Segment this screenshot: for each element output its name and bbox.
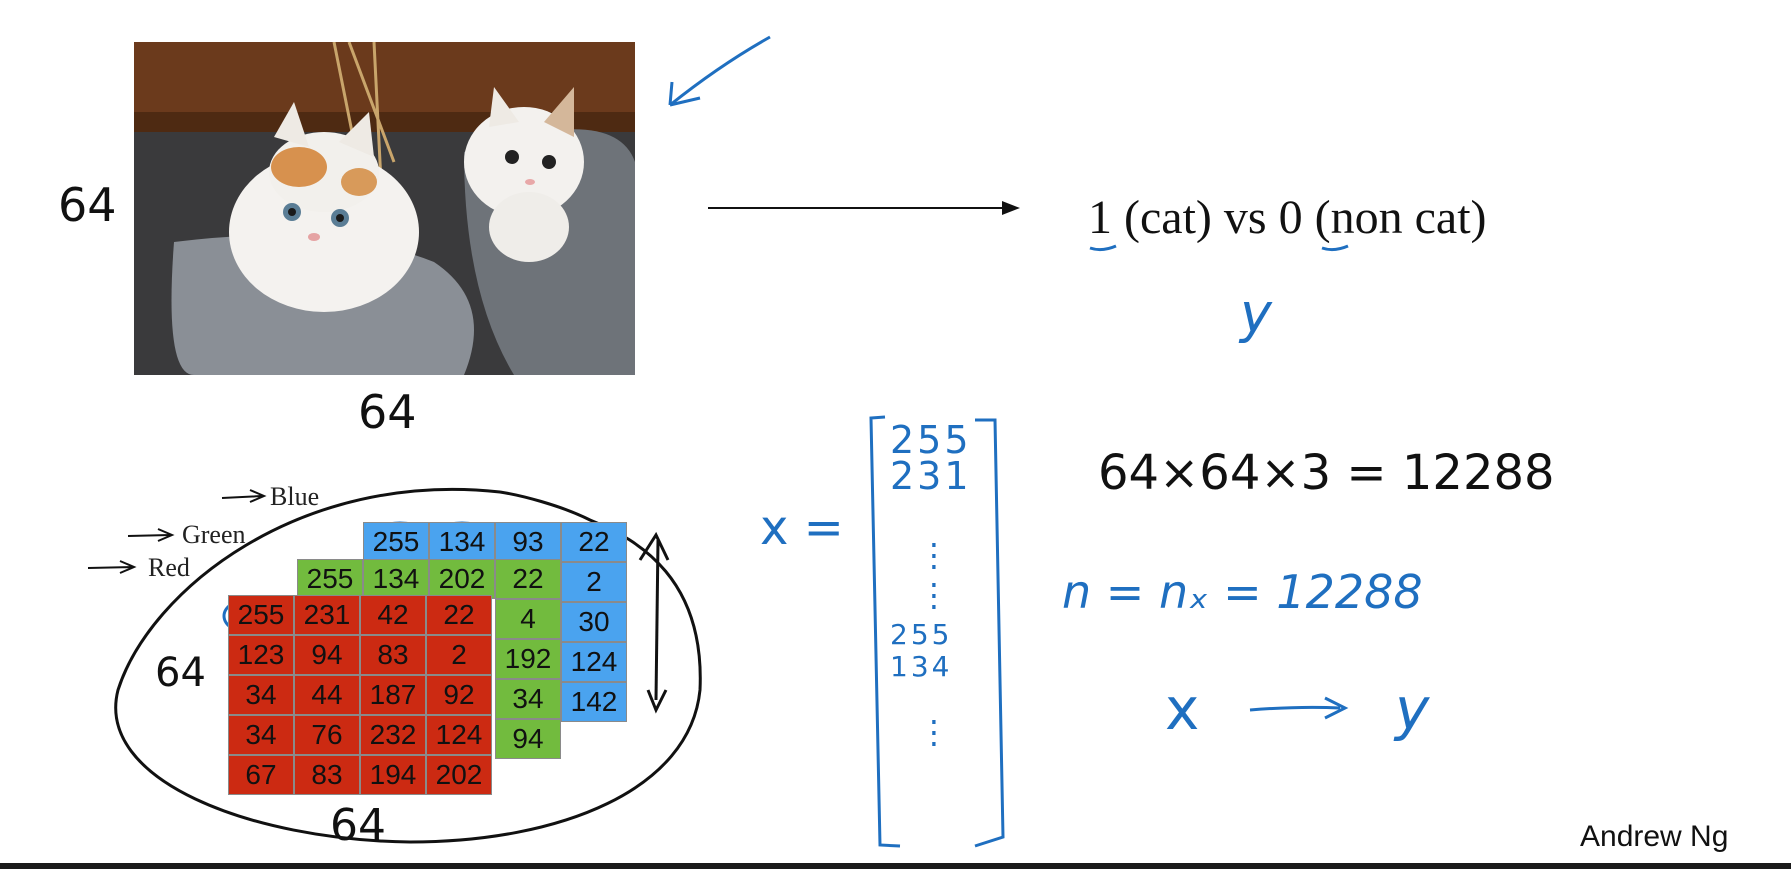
red-cell: 76 xyxy=(294,715,360,755)
red-cell: 34 xyxy=(228,715,294,755)
vector-entry: ⋮ xyxy=(918,536,953,574)
red-cell: 83 xyxy=(360,635,426,675)
x-to-y-arrow-icon xyxy=(1249,705,1341,712)
vector-entry: 231 xyxy=(890,454,972,498)
x-equals-label: x = xyxy=(760,500,844,556)
classification-caption: 1 (cat) vs 0 (non cat) xyxy=(1088,190,1487,245)
vector-entry: ⋮ xyxy=(918,576,953,614)
red-cell: 83 xyxy=(294,755,360,795)
vector-entry: 134 xyxy=(890,650,953,683)
height-arrow-icon xyxy=(654,539,660,701)
red-cell: 124 xyxy=(426,715,492,755)
mapping-x-label: x xyxy=(1165,675,1200,743)
label-noncat: (non cat) xyxy=(1314,191,1487,244)
photo-width-label: 64 xyxy=(358,385,417,439)
label-cat: (cat) vs xyxy=(1124,191,1267,244)
label-one: 1 xyxy=(1088,191,1112,244)
red-channel-label: Red xyxy=(148,553,190,582)
blue-cell: 93 xyxy=(495,522,561,562)
label-zero: 0 xyxy=(1278,191,1303,244)
underline-zero xyxy=(1321,244,1349,252)
cat-photo xyxy=(134,42,635,375)
mapping-y-label: y xyxy=(1395,675,1430,743)
pointer-arrow-icon xyxy=(669,35,771,107)
grid-height-label: 64 xyxy=(155,650,206,696)
red-cell: 22 xyxy=(426,595,492,635)
vector-right-bracket xyxy=(974,418,1005,848)
n-equation: n = nₓ = 12288 xyxy=(1062,565,1423,619)
blue-cell: 30 xyxy=(561,602,627,642)
blue-cell: 142 xyxy=(561,682,627,722)
grid-width-label: 64 xyxy=(330,800,386,851)
blue-cell: 124 xyxy=(561,642,627,682)
red-cell: 231 xyxy=(294,595,360,635)
green-cell: 134 xyxy=(363,559,429,599)
vector-entry: 255 xyxy=(890,618,953,651)
green-cell: 22 xyxy=(495,559,561,599)
blue-cell: 22 xyxy=(561,522,627,562)
red-cell: 42 xyxy=(360,595,426,635)
green-cell: 34 xyxy=(495,679,561,719)
green-cell: 94 xyxy=(495,719,561,759)
blue-arrow-icon xyxy=(221,489,267,503)
red-cell: 44 xyxy=(294,675,360,715)
y-label: y xyxy=(1240,282,1272,345)
red-cell: 2 xyxy=(426,635,492,675)
blue-channel-label: Blue xyxy=(270,482,320,511)
green-arrow-icon xyxy=(127,528,175,542)
red-cell: 123 xyxy=(228,635,294,675)
blue-cell: 134 xyxy=(429,522,495,562)
red-cell: 34 xyxy=(228,675,294,715)
dimension-product: 64×64×3 = 12288 xyxy=(1098,445,1555,501)
green-cell: 255 xyxy=(297,559,363,599)
cat-photo-illustration xyxy=(134,42,635,375)
red-cell: 255 xyxy=(228,595,294,635)
photo-height-label: 64 xyxy=(58,178,117,232)
blue-cell: 255 xyxy=(363,522,429,562)
vector-entry: ⋮ xyxy=(918,713,953,751)
red-cell: 232 xyxy=(360,715,426,755)
author-credit: Andrew Ng xyxy=(1580,820,1729,853)
green-cell: 192 xyxy=(495,639,561,679)
vector-entry: 255 xyxy=(890,418,972,462)
vector-left-bracket xyxy=(869,415,901,848)
blue-cell: 2 xyxy=(561,562,627,602)
red-arrow-icon xyxy=(87,560,137,574)
red-cell: 202 xyxy=(426,755,492,795)
red-cell: 194 xyxy=(360,755,426,795)
green-channel-label: Green xyxy=(182,520,246,549)
green-cell: 202 xyxy=(429,559,495,599)
red-cell: 92 xyxy=(426,675,492,715)
bottom-divider xyxy=(0,863,1791,869)
underline-one xyxy=(1089,244,1117,252)
red-cell: 94 xyxy=(294,635,360,675)
green-cell: 4 xyxy=(495,599,561,639)
red-cell: 67 xyxy=(228,755,294,795)
red-cell: 187 xyxy=(360,675,426,715)
